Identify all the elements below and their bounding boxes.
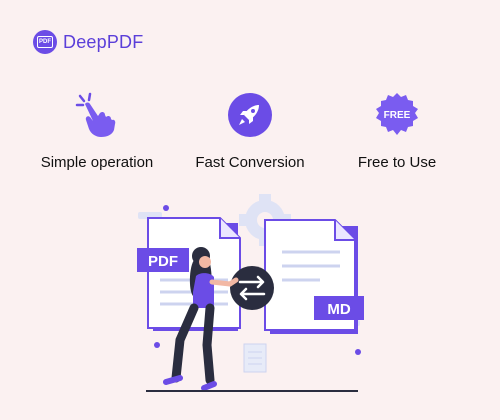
md-label: MD	[327, 301, 350, 318]
brand-logo: PDF DeepPDF	[33, 30, 143, 54]
swap-arrows-icon	[230, 266, 274, 310]
decor-bar	[330, 320, 360, 326]
feature-label: Free to Use	[357, 154, 437, 171]
md-document: MD	[264, 219, 364, 334]
feature-label: Fast Conversion	[195, 154, 305, 171]
pdf-document: PDF	[137, 217, 241, 331]
feature-label: Simple operation	[40, 154, 154, 171]
small-document-icon	[243, 343, 267, 373]
decor-dot	[355, 349, 361, 355]
pdf-document-icon: PDF	[33, 30, 57, 54]
free-badge-icon: FREE	[376, 93, 418, 135]
brand-name: DeepPDF	[63, 31, 144, 52]
free-badge-text: FREE	[384, 110, 411, 121]
person-figure	[163, 247, 239, 391]
feature-free-to-use: FREE Free to Use	[322, 90, 472, 171]
feature-simple-operation: Simple operation	[22, 90, 172, 171]
hand-tap-icon	[75, 92, 116, 137]
decor-dot	[163, 205, 169, 211]
logo-mark-text: PDF	[37, 36, 53, 48]
decor-dot	[154, 342, 160, 348]
rocket-icon	[228, 93, 272, 137]
decor-bar	[138, 212, 162, 219]
feature-fast-conversion: Fast Conversion	[175, 90, 325, 171]
pdf-label: PDF	[148, 253, 178, 270]
gear-icon	[239, 194, 291, 246]
